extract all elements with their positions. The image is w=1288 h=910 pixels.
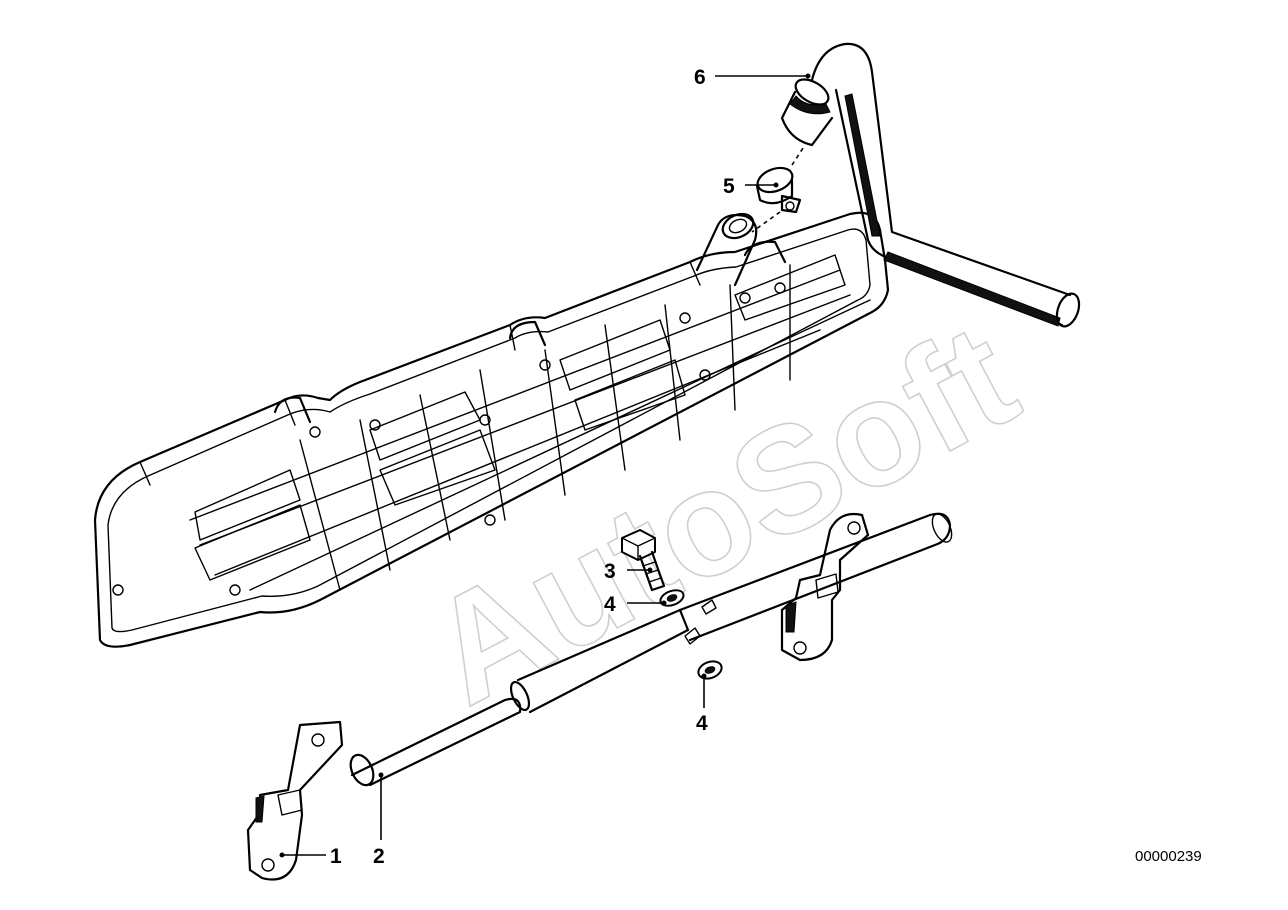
bracket-lower	[246, 720, 344, 881]
document-number: 00000239	[1135, 848, 1202, 865]
valve-cover	[93, 211, 890, 648]
rail-tube	[349, 512, 953, 787]
callout-2-label: 2	[373, 845, 385, 868]
callout-6-label: 6	[694, 66, 706, 89]
bracket-upper	[780, 512, 870, 662]
callout-4-bottom-label: 4	[696, 712, 708, 735]
callout-4-bottom: 4	[696, 673, 708, 735]
callout-4-top-label: 4	[604, 593, 616, 616]
callout-1: 1	[279, 845, 342, 868]
washer-bottom	[697, 660, 723, 680]
callout-3: 3	[604, 560, 653, 583]
washer-top	[659, 589, 685, 607]
breather-hose	[780, 42, 1081, 328]
callout-3-label: 3	[604, 560, 616, 583]
callout-4-top: 4	[604, 593, 667, 616]
callout-5: 5	[723, 175, 779, 198]
callout-5-label: 5	[723, 175, 735, 198]
bolt	[621, 529, 666, 592]
callout-6: 6	[694, 66, 811, 89]
hose-clamp	[751, 144, 806, 233]
callout-1-label: 1	[330, 845, 342, 868]
callout-2: 2	[373, 772, 385, 868]
